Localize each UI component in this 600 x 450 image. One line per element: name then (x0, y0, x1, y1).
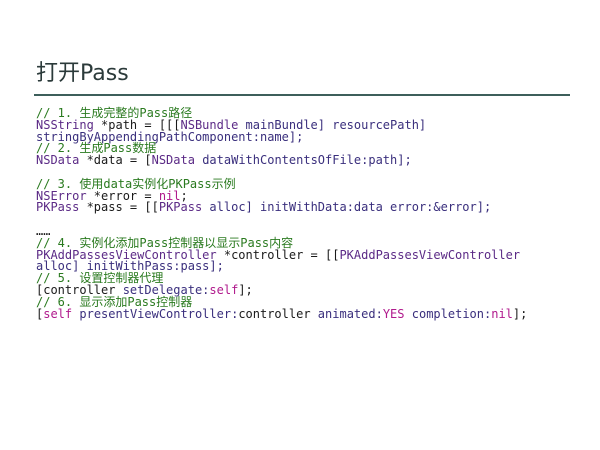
code-token: controller (238, 306, 318, 321)
method-token: initWithPass:pass]; (79, 259, 224, 274)
code-token: *controller = [[ (216, 247, 340, 262)
method-token: mainBundle] (238, 117, 325, 132)
type-token: NSError (36, 188, 87, 203)
comment-text: // 6. 显示添加Pass控制器 (36, 294, 193, 309)
method-token: stringByAppendingPathComponent:name]; (36, 129, 304, 144)
method-token: resourcePath] (325, 117, 427, 132)
class-token: NSBundle (180, 117, 239, 132)
method-token: alloc] (36, 259, 80, 274)
comment-text: // 3. 使用data实例化PKPass示例 (36, 176, 236, 191)
code-line: alloc] initWithPass:pass]; (36, 259, 566, 274)
ellipsis-line: …… (36, 223, 566, 238)
code-token: *error = (86, 188, 159, 203)
comment-line: // 5. 设置控制器代理 (36, 271, 566, 286)
comment-text: // 4. 实例化添加Pass控制器以显示Pass内容 (36, 235, 294, 250)
blank-line (36, 214, 566, 226)
code-token: ]; (512, 306, 528, 321)
comment-line: // 6. 显示添加Pass控制器 (36, 294, 566, 309)
code-token: ]; (238, 282, 253, 297)
comment-line: // 3. 使用data实例化PKPass示例 (36, 176, 566, 191)
code-line: NSError *error = nil; (36, 188, 566, 203)
type-token: PKPass (36, 200, 80, 215)
comment-line: // 2. 生成Pass数据 (36, 141, 566, 156)
method-token: alloc] (202, 200, 253, 215)
code-line: [self presentViewController:controller a… (36, 306, 566, 321)
comment-line: // 1. 生成完整的Pass路径 (36, 106, 566, 120)
code-line: NSString *path = [[[NSBundle mainBundle]… (36, 117, 566, 132)
code-token: *pass = [[ (79, 200, 159, 215)
slide-title: 打开Pass (36, 61, 129, 86)
method-token: initWithData:data error:&error]; (252, 200, 492, 215)
code-token: [ (36, 306, 44, 321)
method-token: completion: (404, 306, 492, 321)
class-token: PKPass (158, 200, 203, 215)
code-line: NSData *data = [NSData dataWithContentsO… (36, 153, 566, 168)
comment-text: // 2. 生成Pass数据 (36, 141, 157, 156)
keyword-token: nil (158, 188, 181, 203)
keyword-token: YES (382, 306, 405, 321)
type-token: NSData (36, 153, 80, 168)
comment-text: // 1. 生成完整的Pass路径 (36, 106, 193, 120)
method-token: setDelegate: (122, 282, 210, 297)
code-line: PKPass *pass = [[PKPass alloc] initWithD… (36, 200, 566, 215)
class-token: NSData (151, 153, 195, 168)
method-token: dataWithContentsOfFile:path]; (194, 153, 412, 168)
comment-line: // 4. 实例化添加Pass控制器以显示Pass内容 (36, 235, 566, 250)
code-block: // 1. 生成完整的Pass路径 NSString *path = [[[NS… (36, 106, 566, 321)
class-token: PKAddPassesViewController (339, 247, 521, 262)
code-line: [controller setDelegate:self]; (36, 282, 566, 297)
code-line: stringByAppendingPathComponent:name]; (36, 129, 566, 144)
title-underline (34, 94, 570, 96)
code-token: *data = [ (79, 153, 152, 168)
method-token: presentViewController: (72, 306, 239, 321)
type-token: NSString (36, 117, 94, 132)
code-token: ; (180, 188, 188, 203)
comment-text: // 5. 设置控制器代理 (36, 271, 164, 286)
ellipsis-text: …… (36, 223, 51, 238)
keyword-token: self (43, 306, 73, 321)
keyword-token: nil (491, 306, 513, 321)
keyword-token: self (209, 282, 239, 297)
method-token: animated: (317, 306, 383, 321)
code-token: *path = [[[ (93, 117, 181, 132)
code-line: PKAddPassesViewController *controller = … (36, 247, 566, 262)
type-token: PKAddPassesViewController (36, 247, 217, 262)
code-token: [controller (36, 282, 123, 297)
